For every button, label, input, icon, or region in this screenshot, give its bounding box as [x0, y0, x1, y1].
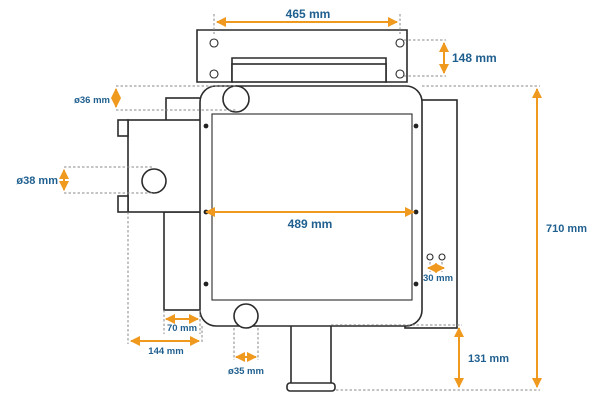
bolt-icon [413, 123, 419, 129]
bracket-hole-icon [395, 69, 405, 79]
main-body [199, 85, 423, 327]
left-pipe-opening [141, 168, 167, 194]
bolt-icon [413, 209, 419, 215]
stand-foot [286, 382, 336, 392]
left-flange-bottom [117, 195, 129, 213]
dimension-labels: 465 mm 148 mm ø36 mm ø38 mm 489 mm 710 m… [16, 7, 587, 377]
label-left-offset-2: 144 mm [148, 346, 183, 357]
extension-lines [64, 14, 540, 391]
label-top-width: 465 mm [286, 7, 331, 21]
label-left-pipe: ø38 mm [16, 175, 58, 187]
bracket-hole-icon [209, 38, 219, 48]
left-inlet-box [127, 119, 203, 213]
label-stand-height: 131 mm [468, 353, 509, 365]
bottom-stand [290, 323, 332, 387]
bolt-icon [413, 281, 419, 287]
left-lower-panel [163, 211, 203, 311]
side-hole-icon [438, 253, 446, 261]
dimension-lines [59, 17, 542, 388]
bolt-icon [203, 123, 209, 129]
label-bottom-pipe: ø35 mm [228, 366, 264, 377]
top-bracket [196, 29, 408, 83]
left-flange-top [117, 119, 129, 137]
bracket-hole-icon [395, 38, 405, 48]
label-total-height: 710 mm [546, 223, 587, 235]
label-inner-width: 489 mm [288, 217, 333, 231]
side-hole-icon [426, 253, 434, 261]
bolt-icon [203, 281, 209, 287]
label-right-spacing: 30 mm [423, 273, 453, 284]
label-small-pipe: ø36 mm [74, 95, 110, 106]
label-top-height: 148 mm [452, 51, 497, 65]
label-left-offset-1: 70 mm [167, 323, 197, 334]
bottom-pipe-opening [233, 303, 259, 329]
bracket-hole-icon [209, 69, 219, 79]
top-pipe-opening [222, 85, 250, 113]
